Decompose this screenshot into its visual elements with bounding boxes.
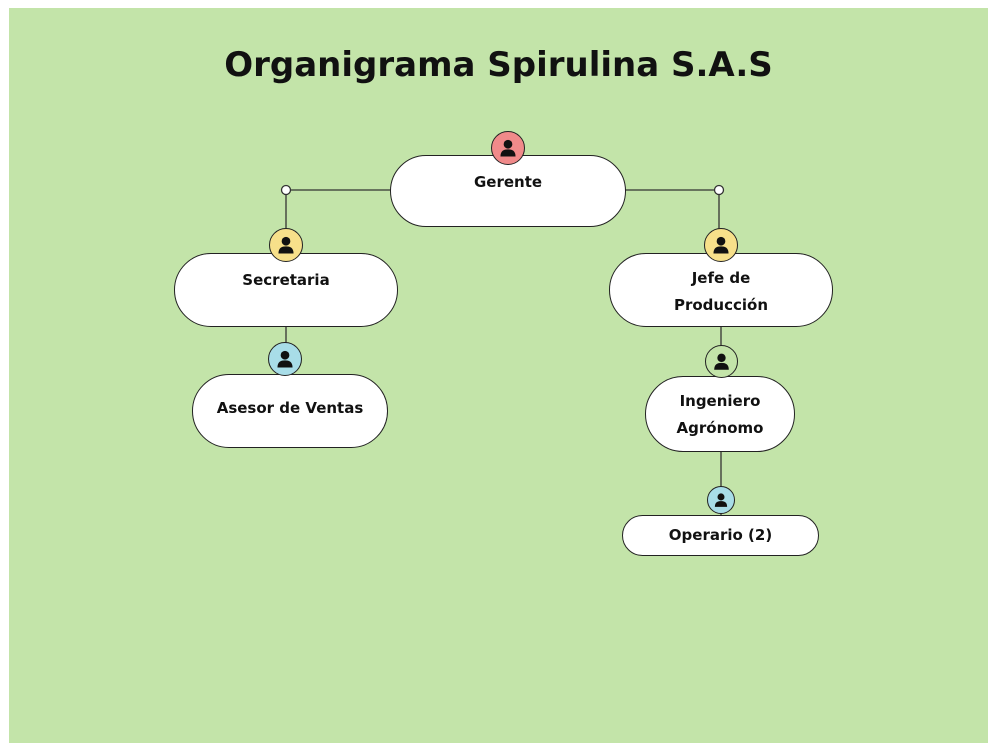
node-secretaria-label: Secretaria: [242, 270, 330, 289]
node-asesor-ventas: Asesor de Ventas: [192, 374, 388, 448]
node-jefe-produccion: Jefe de Producción: [609, 253, 833, 327]
ingeniero-person-icon: [705, 345, 738, 378]
connector-dot-right: [713, 184, 725, 196]
asesor-person-icon: [268, 342, 302, 376]
node-ingeniero-line2: Agrónomo: [676, 419, 764, 437]
secretaria-person-icon: [269, 228, 303, 262]
node-operario: Operario (2): [622, 515, 819, 556]
operario-person-icon: [707, 486, 735, 514]
node-gerente: Gerente: [390, 155, 626, 227]
node-asesor-label: Asesor de Ventas: [216, 398, 364, 417]
gerente-person-icon: [491, 131, 525, 165]
page-title: Organigrama Spirulina S.A.S: [224, 45, 773, 85]
diagram-canvas: [9, 8, 988, 743]
node-ingeniero-line1: Ingeniero: [679, 392, 761, 410]
node-gerente-label: Gerente: [473, 172, 543, 191]
node-secretaria: Secretaria: [174, 253, 398, 327]
jefe-person-icon: [704, 228, 738, 262]
connector-dot-left: [280, 184, 292, 196]
node-ingeniero: Ingeniero Agrónomo: [645, 376, 795, 452]
node-jefe-line2: Producción: [673, 296, 769, 314]
node-operario-label: Operario (2): [668, 526, 773, 544]
node-jefe-line1: Jefe de: [691, 269, 751, 287]
